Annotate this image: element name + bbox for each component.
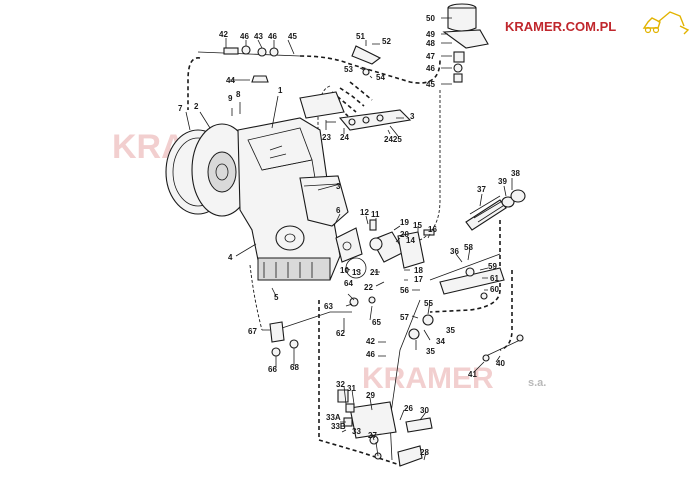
- callout-50: 50: [426, 14, 435, 23]
- callout-66: 66: [268, 365, 277, 374]
- callout-63: 63: [324, 302, 333, 311]
- callout-33: 33: [352, 427, 361, 436]
- bolt-40-41: [482, 334, 524, 362]
- callout-61: 61: [490, 274, 499, 283]
- callout-44: 44: [226, 76, 235, 85]
- callout-67: 67: [248, 327, 257, 336]
- callout-2: 2: [194, 102, 199, 111]
- callout-45-right: 45: [426, 80, 435, 89]
- callout-53: 53: [344, 65, 353, 74]
- callout-20: 20: [400, 230, 409, 239]
- linkage-rod-assembly: [389, 253, 505, 467]
- callout-52: 52: [382, 37, 391, 46]
- callout-42-bottom: 42: [366, 337, 375, 346]
- callout-7: 7: [178, 104, 183, 113]
- callout-49: 49: [426, 30, 435, 39]
- callout-45-top: 45: [288, 32, 297, 41]
- callout-10: 10: [340, 266, 349, 275]
- callout-4: 4: [228, 253, 233, 262]
- excavator-logo-icon: [642, 11, 690, 35]
- solenoid-assembly: [442, 3, 489, 83]
- callout-9: 9: [228, 94, 233, 103]
- callout-38: 38: [511, 169, 520, 178]
- watermark-bottom: KRAMER s.a.: [362, 362, 546, 395]
- callout-42-top: 42: [219, 30, 228, 39]
- callout-32: 32: [336, 380, 345, 389]
- callout-59: 59: [488, 262, 497, 271]
- callout-35-upper: 35: [446, 326, 455, 335]
- callout-22: 22: [364, 283, 373, 292]
- callout-33A: 33A: [326, 413, 341, 422]
- callout-55: 55: [424, 299, 433, 308]
- callout-1: 1: [278, 86, 283, 95]
- callout-21: 21: [370, 268, 379, 277]
- callout-64: 64: [344, 279, 353, 288]
- callout-40: 40: [496, 359, 505, 368]
- callout-46-right: 46: [426, 64, 435, 73]
- callout-19: 19: [400, 218, 409, 227]
- callout-30: 30: [420, 406, 429, 415]
- svg-text:KRAMER.COM.PL: KRAMER.COM.PL: [505, 19, 616, 34]
- callout-15: 15: [413, 221, 422, 230]
- callout-41: 41: [468, 370, 477, 379]
- callout-17: 17: [414, 275, 423, 284]
- callout-26: 26: [404, 404, 413, 413]
- callout-46-b: 46: [268, 32, 277, 41]
- callout-51: 51: [356, 32, 365, 41]
- callout-33B: 33B: [331, 422, 346, 431]
- callout-12: 12: [360, 208, 369, 217]
- callout-3-body: 3: [336, 182, 341, 191]
- callout-65: 65: [372, 318, 381, 327]
- callout-11: 11: [371, 210, 380, 219]
- lower-pipe: [269, 296, 376, 357]
- callout-labels: 50 49 48 47 46 45 42 46 43 46 45 51 52 5…: [178, 14, 520, 457]
- svg-text:KRAMER: KRAMER: [362, 362, 494, 395]
- callout-68: 68: [290, 363, 299, 372]
- callout-28: 28: [420, 448, 429, 457]
- brand-header: KRAMER.COM.PL: [505, 11, 690, 35]
- callout-36: 36: [450, 247, 459, 256]
- callout-46-a: 46: [240, 32, 249, 41]
- callout-62: 62: [336, 329, 345, 338]
- callout-24: 24: [340, 133, 349, 142]
- callout-58: 58: [464, 243, 473, 252]
- callout-56: 56: [400, 286, 409, 295]
- callout-2425: 2425: [384, 135, 402, 144]
- transmission-housing: [165, 91, 349, 281]
- callout-48: 48: [426, 39, 435, 48]
- callout-13: 13: [352, 268, 361, 277]
- callout-47: 47: [426, 52, 435, 61]
- svg-text:s.a.: s.a.: [528, 377, 546, 389]
- callout-6: 6: [336, 206, 341, 215]
- lever-bracket: [335, 219, 435, 279]
- callout-39: 39: [498, 177, 507, 186]
- callout-31: 31: [347, 384, 356, 393]
- callout-37: 37: [477, 185, 486, 194]
- callout-8: 8: [236, 90, 241, 99]
- callout-54: 54: [376, 73, 385, 82]
- callout-57: 57: [400, 313, 409, 322]
- callout-35-lower: 35: [426, 347, 435, 356]
- callout-16: 16: [428, 225, 437, 234]
- top-hose: [197, 45, 382, 83]
- valve-bank: [326, 109, 412, 137]
- leader-lines: [185, 17, 513, 461]
- callout-23: 23: [322, 133, 331, 142]
- callout-27: 27: [368, 431, 377, 440]
- callout-18: 18: [414, 266, 423, 275]
- callout-3-right: 3: [410, 112, 415, 121]
- callout-46-c: 46: [366, 350, 375, 359]
- gearshift-cylinder: [465, 189, 526, 231]
- callout-5: 5: [274, 293, 279, 302]
- callout-60: 60: [490, 285, 499, 294]
- callout-29: 29: [366, 391, 375, 400]
- pedal-bracket: [337, 389, 397, 460]
- callout-34: 34: [436, 337, 445, 346]
- callout-14: 14: [406, 236, 415, 245]
- callout-43: 43: [254, 32, 263, 41]
